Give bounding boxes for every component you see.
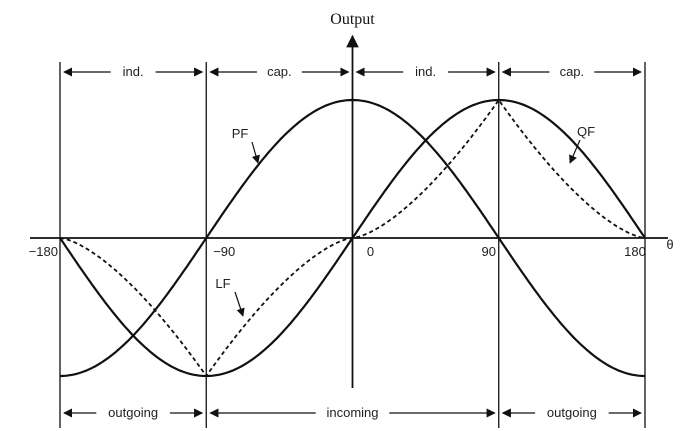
series-label-qf: QF	[577, 124, 595, 139]
series-callout-pointer	[251, 141, 260, 164]
series-label-pf: PF	[232, 126, 249, 141]
region-bottom-label: outgoing	[108, 405, 158, 420]
series-label-lf: LF	[215, 276, 230, 291]
region-top-label: cap.	[267, 64, 292, 79]
series-line-lf	[59, 98, 646, 378]
x-tick-label: 180	[624, 244, 646, 259]
x-tick-label: 0	[367, 244, 374, 259]
x-axis-label: θ	[666, 237, 673, 252]
region-top-label: ind.	[123, 64, 144, 79]
x-tick-label: 90	[482, 244, 496, 259]
x-tick-label: −90	[213, 244, 235, 259]
series-line-pf	[59, 98, 646, 378]
series-callout-pointer	[569, 139, 581, 164]
region-bottom-label: incoming	[326, 405, 378, 420]
chart-title: Output	[330, 11, 375, 28]
series-callout-pointer	[234, 291, 245, 317]
region-bottom-label: outgoing	[547, 405, 597, 420]
x-tick-label: −180	[29, 244, 58, 259]
region-top-label: cap.	[560, 64, 585, 79]
region-top-label: ind.	[415, 64, 436, 79]
